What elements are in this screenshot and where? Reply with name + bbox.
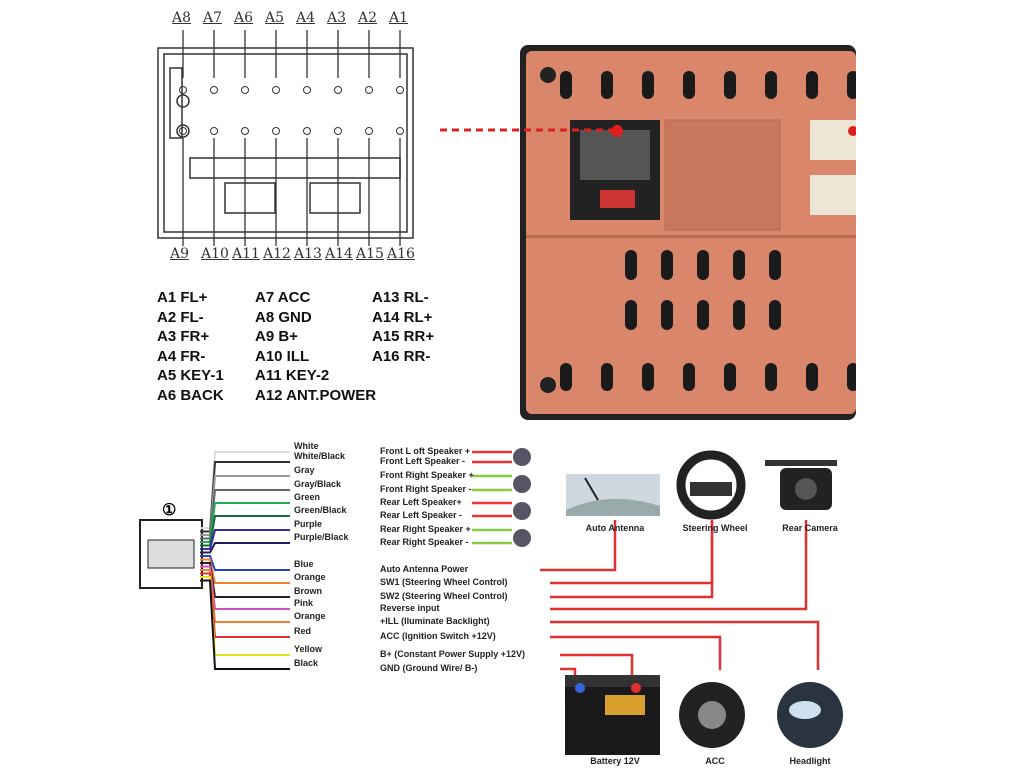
speaker-icon <box>513 475 531 493</box>
wire-function-label: SW1 (Steering Wheel Control) <box>380 577 508 587</box>
pin-label-top: A1 <box>389 10 409 26</box>
wire <box>200 529 290 550</box>
wire-color-label: Purple/Black <box>294 532 349 542</box>
wire-color-label: Green <box>294 492 321 502</box>
wire-color-label: Black <box>294 658 319 668</box>
wire-color-label: Brown <box>294 586 322 596</box>
pin-label-top: A7 <box>203 10 223 26</box>
steering-wheel-image <box>676 450 746 520</box>
wire-color-label: Gray/Black <box>294 479 342 489</box>
speaker-icon <box>513 529 531 547</box>
battery-caption: Battery 12V <box>590 756 640 766</box>
wire-color-label: Blue <box>294 559 314 569</box>
wire-function-label: Rear Left Speaker - <box>380 510 463 520</box>
antenna-image <box>566 474 660 516</box>
pin-legend-item: A13 RL- <box>372 289 429 306</box>
pin-legend-item: A2 FL- <box>157 308 204 326</box>
pin-label-top: A5 <box>265 10 285 26</box>
pin-legend-item: A14 RL+ <box>372 308 433 326</box>
pin-label-top: A4 <box>296 10 316 26</box>
pin-legend-item: A15 RR+ <box>372 328 435 345</box>
pin-legend-item: A9 B+ <box>255 328 298 345</box>
pin-legend-item: A6 BACK <box>157 386 224 404</box>
wire-color-label: Orange <box>294 572 326 582</box>
wire-color-label: Orange <box>294 611 326 621</box>
wire-function-label: Auto Antenna Power <box>380 564 469 574</box>
wire-color-label: Red <box>294 626 312 636</box>
head-unit-rear <box>520 45 859 420</box>
pin-legend-item: A8 GND <box>255 308 312 326</box>
pin-label-bottom: A9 <box>170 246 190 262</box>
wire <box>200 489 290 540</box>
pin-label-bottom: A13 <box>294 246 322 262</box>
pin-legend-item: A11 KEY-2 <box>255 367 330 384</box>
wire-function-label: +ILL (Iluminate Backlight) <box>380 616 490 626</box>
speaker-icon <box>513 502 531 520</box>
harness-number: ① <box>162 502 177 519</box>
dashed-pointer-line <box>440 128 615 132</box>
headlight-caption: Headlight <box>789 756 831 766</box>
wire-function-label: Front Right Speaker + <box>380 470 474 480</box>
pin-label-bottom: A12 <box>263 246 291 262</box>
wire-color-label: White <box>294 441 319 451</box>
wire-color-label: Green/Black <box>294 505 347 515</box>
pin-label-bottom: A11 <box>232 246 260 262</box>
rear-camera-image <box>765 460 837 510</box>
pin-legend-item: A16 RR- <box>372 347 431 365</box>
wire-function-label: B+ (Constant Power Supply +12V) <box>380 649 526 659</box>
pin-label-bottom: A10 <box>201 246 229 262</box>
wire <box>200 558 290 584</box>
wire-color-label: Purple <box>294 519 323 529</box>
pin-label-bottom: A14 <box>325 246 353 262</box>
wire-function-label: Rear Left Speaker+ <box>380 497 462 507</box>
pin-label-top: A8 <box>172 10 192 26</box>
acc-ignition-image <box>679 682 745 748</box>
pin-label-top: A3 <box>327 10 347 26</box>
acc-caption: ACC <box>705 756 725 766</box>
connector-outline <box>157 30 414 246</box>
wire-function-label: Front Right Speaker - <box>380 484 472 494</box>
pin-label-bottom: A15 <box>356 246 384 262</box>
wire-function-label: Front L oft Speaker + <box>380 446 471 456</box>
wire-color-label: White/Black <box>294 451 346 461</box>
wire-color-label: Pink <box>294 598 314 608</box>
wire-function-label: Reverse input <box>380 603 440 613</box>
wire <box>200 502 290 543</box>
pin-legend-item: A4 FR- <box>157 347 206 365</box>
wire-function-label: Rear Right Speaker + <box>380 524 471 534</box>
pin-legend-item: A7 ACC <box>255 289 311 306</box>
wire-color-label: Gray <box>294 465 315 475</box>
pin-legend-item: A3 FR+ <box>157 328 210 345</box>
wire-function-label: Rear Right Speaker - <box>380 537 469 547</box>
wire-function-label: ACC (Ignition Switch +12V) <box>380 631 496 641</box>
wire-function-label: Front Left Speaker - <box>380 456 466 466</box>
wire <box>200 579 290 670</box>
connector-pinout <box>150 8 420 270</box>
pin-label-top: A2 <box>358 10 378 26</box>
camera-caption: Rear Camera <box>782 523 838 533</box>
pin-legend-item: A5 KEY-1 <box>157 367 224 384</box>
battery-image <box>565 675 660 755</box>
headlight-image <box>777 682 843 748</box>
wire-function-label: SW2 (Steering Wheel Control) <box>380 591 508 601</box>
pin-legend-item: A12 ANT.POWER <box>255 386 377 404</box>
wiring-diagram <box>139 448 843 755</box>
wire <box>200 555 290 571</box>
wire <box>200 542 290 554</box>
pin-legend-item: A10 ILL <box>255 347 310 365</box>
pin-label-top: A6 <box>234 10 254 26</box>
steering-caption: Steering Wheel <box>682 523 748 533</box>
pin-label-bottom: A16 <box>387 246 415 262</box>
wire-color-label: Yellow <box>294 644 323 654</box>
wire-function-label: GND (Ground Wire/ B-) <box>380 663 478 673</box>
pin-legend-item: A1 FL+ <box>157 289 208 306</box>
wire <box>200 515 290 547</box>
antenna-caption: Auto Antenna <box>585 523 645 533</box>
speaker-icon <box>513 448 531 466</box>
